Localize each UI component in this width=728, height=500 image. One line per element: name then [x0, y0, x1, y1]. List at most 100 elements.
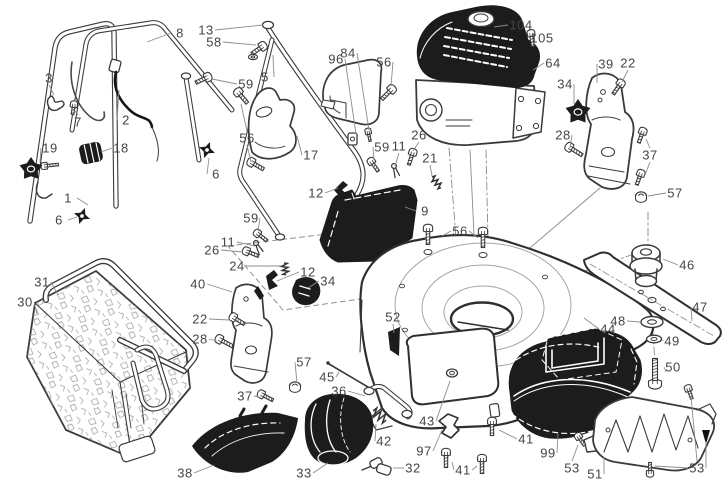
- callout-1: 1: [64, 191, 89, 206]
- callout-label: 39: [598, 57, 613, 72]
- callout-label: 31: [34, 275, 49, 290]
- part-upper-handle: [69, 20, 235, 133]
- fastener-bolt: [441, 447, 451, 469]
- callout-label: 45: [319, 370, 334, 385]
- callout-label: 59: [374, 140, 389, 155]
- callout-59: 59: [243, 211, 261, 232]
- callout-105: 105: [528, 31, 553, 46]
- callout-label: 36: [331, 384, 346, 399]
- fastener-bolt: [379, 83, 398, 102]
- part-rod: [326, 361, 369, 388]
- fastener-nut: [634, 191, 648, 203]
- callout-label: 48: [610, 314, 625, 329]
- part-blade: [583, 251, 722, 345]
- callout-label: 57: [667, 186, 682, 201]
- part-bag-frame: [42, 258, 199, 412]
- callout-label: 104: [509, 18, 532, 33]
- fastener-bolt: [477, 226, 489, 249]
- fastener-bolt: [194, 71, 213, 85]
- callout-label: 44: [600, 322, 615, 337]
- callout-label: 32: [405, 461, 420, 476]
- callout-label: 59: [238, 77, 253, 92]
- callout-44: 44: [583, 317, 615, 337]
- part-handle-cover-left: [247, 87, 297, 160]
- callout-label: 49: [664, 334, 679, 349]
- callout-label: 47: [692, 300, 707, 315]
- callout-37: 37: [237, 389, 260, 404]
- callout-45: 45: [319, 370, 340, 385]
- part-control-cable: [108, 58, 159, 162]
- callout-41: 41: [498, 429, 533, 447]
- part-fitting-32: [361, 457, 392, 476]
- callout-46: 46: [662, 258, 694, 273]
- fastener-pin: [252, 239, 264, 255]
- fastener-spring: [279, 262, 291, 276]
- fastener-bolt: [40, 161, 60, 171]
- callout-label: 30: [17, 295, 32, 310]
- fastener-bolt: [611, 78, 626, 96]
- callout-40: 40: [190, 277, 233, 293]
- callout-22: 22: [192, 312, 231, 327]
- part-front-baffle: [304, 393, 374, 466]
- callout-13: 13: [198, 23, 264, 38]
- part-bail-wire: [70, 61, 106, 122]
- part-clip-97: [438, 413, 460, 439]
- callout-39: 39: [596, 57, 613, 83]
- fastener-bolt: [487, 416, 497, 437]
- callout-label: 50: [665, 360, 680, 375]
- callout-label: 34: [320, 274, 335, 289]
- callout-59: 59: [211, 77, 253, 92]
- callout-label: 41: [518, 432, 533, 447]
- part-washer-48: [640, 315, 664, 329]
- part-engine-bracket-left: [230, 283, 273, 384]
- callout-28: 28: [555, 128, 573, 149]
- callout-label: 42: [376, 434, 391, 449]
- callout-label: 22: [192, 312, 207, 327]
- callout-50: 50: [663, 360, 680, 375]
- part-mid-handle-tube: [180, 72, 202, 163]
- part-clip-12c: [254, 286, 264, 300]
- callout-label: 97: [416, 444, 431, 459]
- callout-37: 37: [642, 138, 657, 176]
- install-arrow: [702, 430, 710, 444]
- callout-11: 11: [392, 139, 407, 167]
- callout-label: 5: [261, 70, 269, 85]
- fastener-wingnut: [74, 208, 90, 224]
- ghost-plate-outline: [227, 226, 445, 311]
- part-engine: [415, 5, 546, 146]
- part-skirt: [583, 396, 717, 472]
- callout-label: 33: [296, 466, 311, 481]
- callout-label: 28: [192, 332, 207, 347]
- callout-label: 57: [296, 355, 311, 370]
- callout-42: 42: [374, 423, 391, 449]
- fastener-spring: [372, 405, 387, 426]
- callout-49: 49: [662, 334, 679, 349]
- callout-label: 37: [237, 389, 252, 404]
- part-bail-handle: [363, 383, 413, 420]
- callout-28: 28: [192, 332, 218, 347]
- callout-11: 11: [221, 235, 256, 250]
- callout-26: 26: [411, 128, 426, 152]
- part-grass-bag: [26, 270, 191, 463]
- part-clamp-3: [46, 95, 65, 112]
- callout-label: 11: [392, 139, 407, 154]
- callout-label: 6: [55, 213, 63, 228]
- fastener-spring: [430, 174, 443, 191]
- callout-label: 21: [422, 151, 437, 166]
- callout-31: 31: [34, 275, 59, 296]
- callout-30: 30: [17, 295, 38, 315]
- callout-label: 26: [411, 128, 426, 143]
- callout-label: 59: [243, 211, 258, 226]
- fastener-washer: [247, 53, 259, 61]
- callout-22: 22: [620, 56, 635, 83]
- callout-84: 84: [340, 46, 370, 131]
- fastener-bolt: [214, 333, 235, 349]
- callout-64: 64: [532, 56, 560, 71]
- callout-56: 56: [239, 103, 254, 163]
- callout-label: 12: [308, 186, 323, 201]
- callout-label: 12: [300, 265, 315, 280]
- callout-label: 17: [303, 148, 318, 163]
- callout-12: 12: [308, 186, 339, 201]
- fastener-bolt: [573, 431, 587, 447]
